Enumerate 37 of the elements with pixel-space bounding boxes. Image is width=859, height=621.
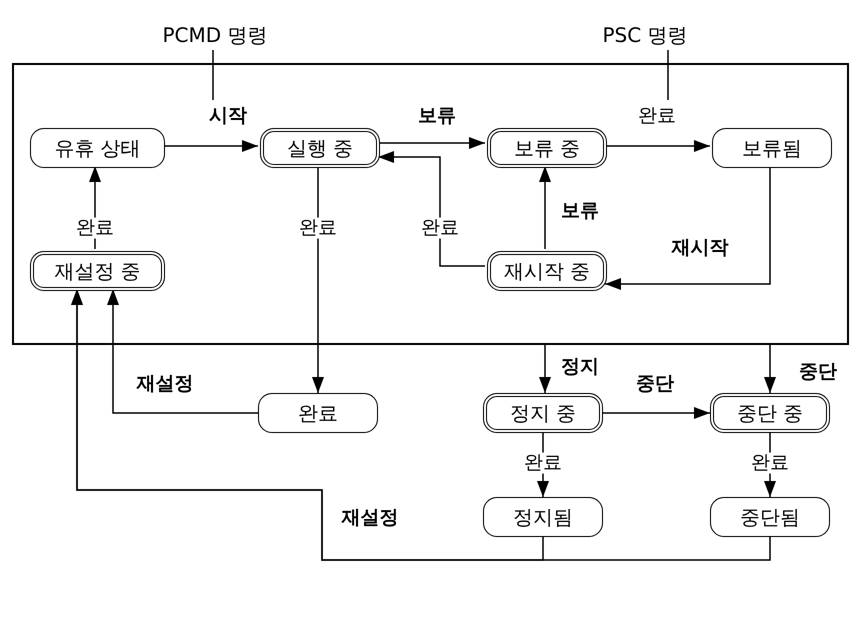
- arrow: [605, 140, 710, 152]
- edge-label: 완료: [297, 218, 339, 238]
- edge-label: 완료: [636, 106, 678, 126]
- state-box: 중단 중: [710, 393, 830, 433]
- state-box: 재설정 중: [30, 251, 165, 291]
- arrow: [163, 140, 258, 152]
- arrow: [71, 289, 771, 561]
- connector-line: [667, 50, 669, 100]
- arrow: [539, 345, 551, 393]
- arrow: [378, 151, 485, 267]
- edge-label: 보류: [559, 200, 601, 222]
- arrow: [378, 137, 485, 149]
- state-box: 유휴 상태: [30, 128, 165, 168]
- connector-line: [212, 50, 214, 100]
- state-box: 중단됨: [710, 497, 830, 537]
- state-box: 완료: [258, 393, 378, 433]
- edge-label: 재시작: [670, 238, 730, 258]
- edge-label: 완료: [74, 218, 116, 238]
- arrow: [603, 407, 710, 419]
- state-box: 재시작 중: [487, 251, 607, 291]
- state-box: 실행 중: [260, 128, 380, 168]
- arrow: [107, 289, 258, 414]
- arrow: [539, 166, 551, 249]
- edge-label: 완료: [522, 452, 564, 474]
- edge-label: 중단: [634, 374, 676, 394]
- edge-label: 완료: [419, 218, 461, 238]
- arrow: [764, 345, 776, 393]
- edge-label: 중단: [797, 362, 839, 382]
- state-box: 보류됨: [712, 128, 832, 168]
- edge-label: 시작: [207, 106, 249, 126]
- state-box: 보류 중: [487, 128, 607, 168]
- edge-label: 완료: [749, 452, 791, 474]
- arrow: [605, 166, 771, 290]
- edge-label: 보류: [416, 106, 458, 126]
- state-box: 정지 중: [483, 393, 603, 433]
- state-box: 정지됨: [483, 497, 603, 537]
- arrow: [312, 166, 324, 393]
